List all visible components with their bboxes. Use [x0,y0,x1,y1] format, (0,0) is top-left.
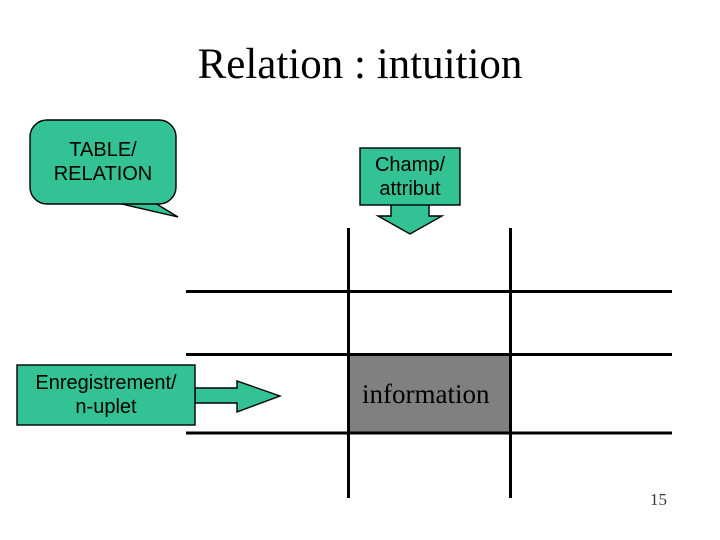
table-relation-label: TABLE/ RELATION [30,120,176,204]
information-cell-label: information [362,378,490,409]
page-number: 15 [650,490,667,509]
speech-bubble-table-relation [29,119,179,218]
table-relation-label-line1: TABLE/ [69,139,137,161]
champ-attribut-label: Champ/ attribut [360,148,460,205]
enregistrement-callout [16,364,283,426]
enregistrement-label: Enregistrement/ n-uplet [17,365,195,425]
champ-attribut-box [359,147,461,206]
down-arrow-icon [375,200,445,235]
table-relation-label-line2: RELATION [53,163,153,185]
enregistrement-label-line1: Enregistrement/ [35,372,177,394]
enregistrement-label-line2: n-uplet [75,396,137,418]
enregistrement-box [16,364,196,426]
slide-title: Relation : intuition [197,41,523,88]
highlighted-cell [349,355,510,433]
champ-attribut-label-line1: Champ/ [374,153,446,176]
champ-attribut-callout [359,147,461,235]
champ-attribut-label-line2: attribut [379,177,441,200]
right-arrow-icon [194,380,283,414]
speech-bubble-body [29,119,177,205]
